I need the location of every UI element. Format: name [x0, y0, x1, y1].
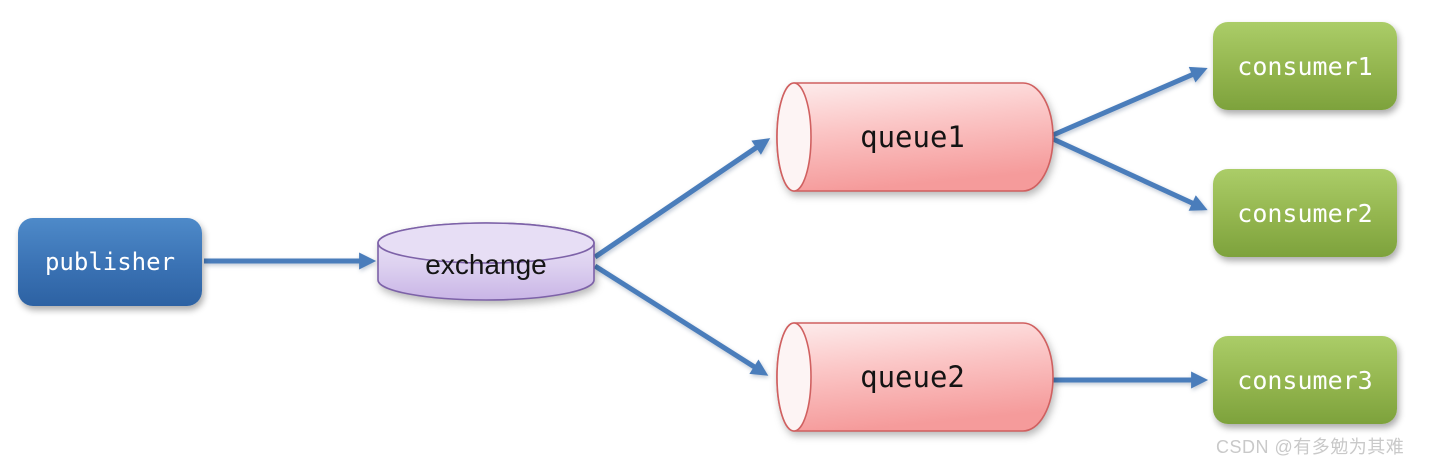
exchange-cylinder-top [377, 222, 595, 264]
queue1-cylinder [776, 82, 1054, 192]
publisher-node: publisher [18, 218, 202, 306]
edge-exchange-to-queue1 [593, 138, 771, 260]
edge-exchange-to-queue2 [593, 263, 769, 376]
exchange-cylinder [377, 222, 595, 301]
edge-queue1-to-consumer1 [1052, 66, 1208, 138]
edge-group [204, 66, 1209, 389]
exchange-node-label: exchange [425, 249, 547, 280]
publisher-node-label: publisher [44, 248, 176, 276]
queue1-cylinder-end [776, 82, 812, 192]
consumer3-node-label: consumer3 [1237, 365, 1373, 395]
consumer3-node: consumer3 [1213, 336, 1397, 424]
edge-queue1-to-consumer2 [1051, 136, 1208, 211]
consumer1-node-label: consumer1 [1237, 51, 1373, 81]
consumer2-node: consumer2 [1213, 169, 1397, 257]
queue2-cylinder-end [776, 322, 812, 432]
queue1-node-label: queue1 [860, 120, 965, 154]
consumer1-node: consumer1 [1213, 22, 1397, 110]
queue2-node-label: queue2 [860, 360, 965, 394]
queue2-cylinder [776, 322, 1054, 432]
csdn-watermark: CSDN @有多勉为其难 [1216, 437, 1405, 457]
consumer2-node-label: consumer2 [1237, 198, 1373, 228]
